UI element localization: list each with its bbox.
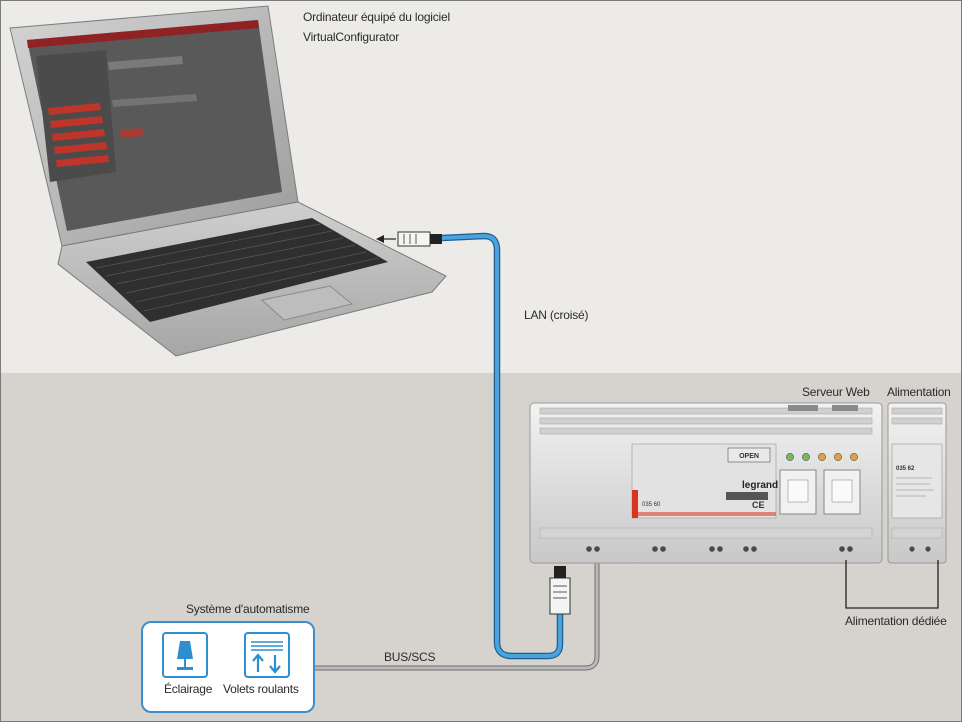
ce-mark: CE: [752, 500, 765, 510]
automation-system-label: Système d'automatisme: [186, 602, 310, 616]
power-supply-device: 035 62: [887, 402, 947, 564]
rj45-connector-server: [549, 566, 571, 615]
dedicated-power-label: Alimentation dédiée: [845, 614, 947, 628]
web-server-label: Serveur Web: [802, 385, 870, 399]
lighting-icon: [162, 632, 208, 678]
screen-sidebar-button: [50, 116, 103, 128]
terminal-blocks: [586, 546, 853, 552]
screen-sidebar-button: [54, 142, 107, 154]
open-logo-text: OPEN: [739, 453, 759, 460]
screen-field: [108, 56, 183, 70]
screen-sidebar-button: [56, 155, 109, 167]
automation-system-box: [141, 621, 315, 713]
brand-red-stripe: [632, 490, 638, 518]
computer-label-line1: Ordinateur équipé du logiciel: [303, 10, 450, 24]
screen-menu-bar: [27, 20, 259, 48]
dedicated-power-wiring: [845, 560, 939, 609]
screen-sidebar-button: [48, 103, 101, 115]
lan-label: LAN (croisé): [524, 308, 589, 322]
psu-model-number: 035 62: [896, 466, 915, 472]
shutters-label: Volets roulants: [223, 682, 299, 696]
bus-label: BUS/SCS: [384, 650, 436, 664]
laptop: [9, 5, 447, 357]
rj45-connector-laptop: [397, 231, 442, 247]
shutters-icon: [244, 632, 290, 678]
screen-button: [120, 128, 143, 138]
web-server-device: OPEN legrand 035 60 CE: [529, 402, 883, 564]
open-logo: [727, 447, 771, 463]
brand-logo: legrand: [742, 480, 778, 491]
bus-cable: [313, 552, 599, 670]
keyboard-key-rows: [95, 223, 379, 312]
screen-sidebar-button: [52, 129, 105, 141]
lan-cable: [441, 234, 562, 658]
screen-field: [112, 94, 197, 107]
model-number: 035 60: [642, 502, 661, 508]
status-leds: [786, 453, 858, 461]
power-supply-label: Alimentation: [887, 385, 951, 399]
lighting-label: Éclairage: [164, 682, 213, 696]
arrow-to-laptop: [376, 235, 396, 243]
computer-label-line2: VirtualConfigurator: [303, 30, 400, 44]
laptop-touchpad: [260, 285, 354, 321]
